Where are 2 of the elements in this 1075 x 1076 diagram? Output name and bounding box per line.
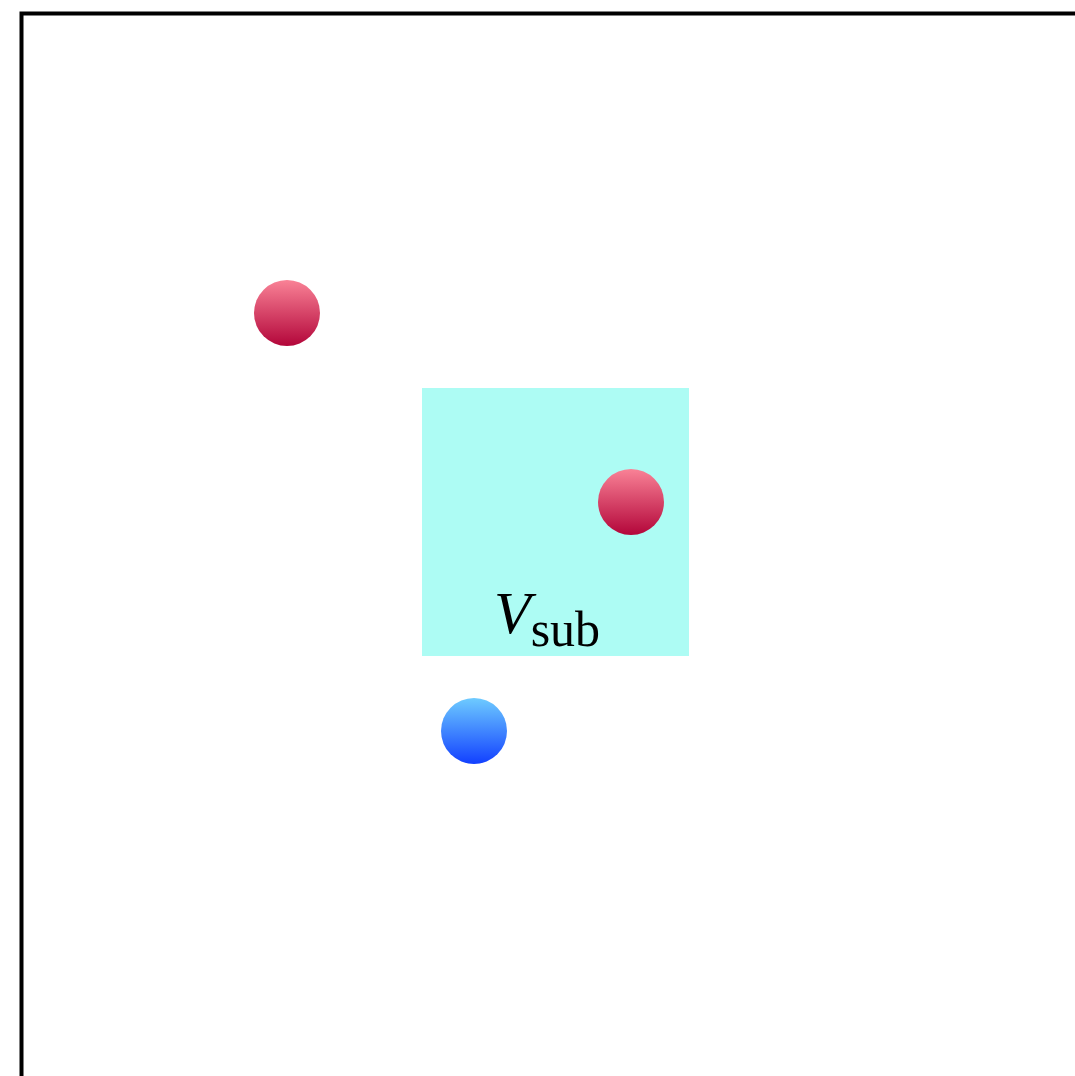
region-box — [422, 388, 689, 656]
region-label: V$_{sub}$ — [494, 583, 601, 654]
